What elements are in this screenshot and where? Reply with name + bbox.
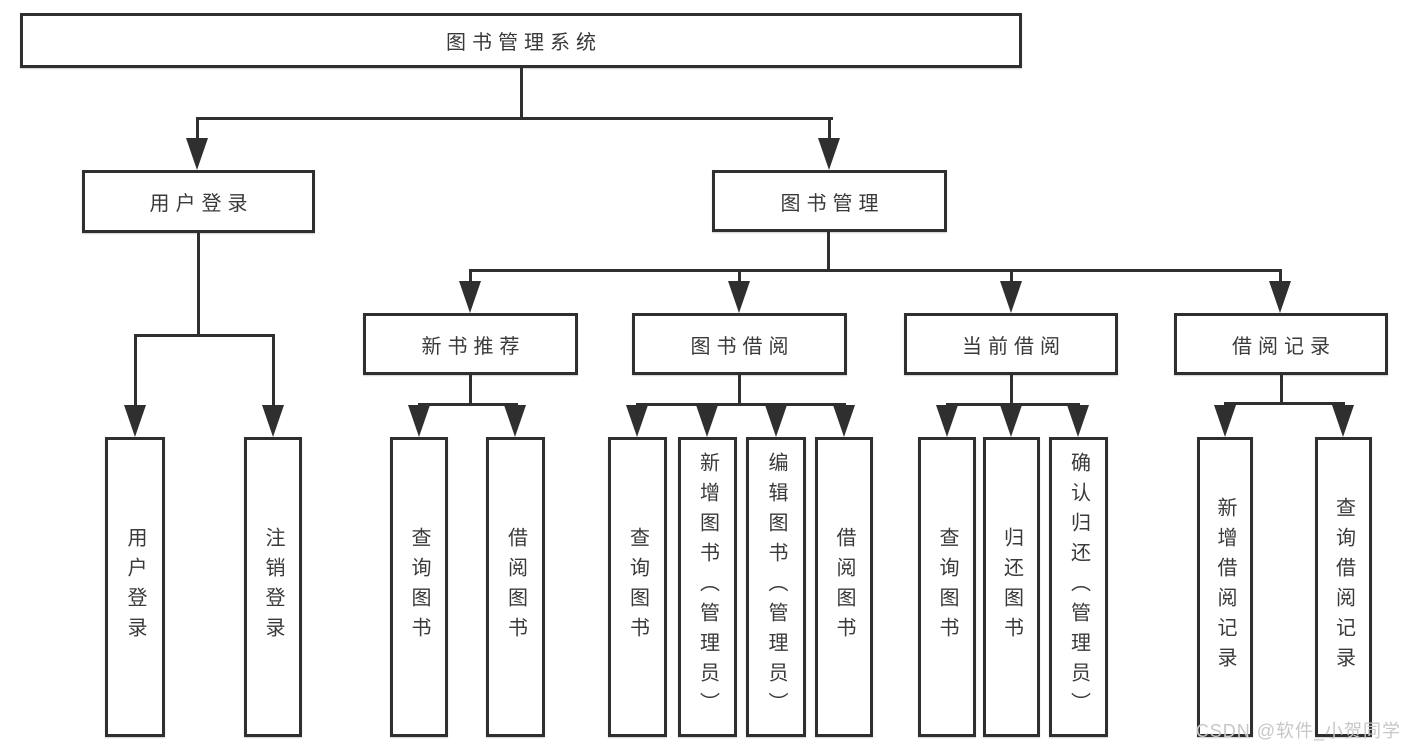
leaf-confirm-return-admin-label: 确认归还（管理员） xyxy=(1067,452,1090,722)
leaf-query-books-3: 查询图书 xyxy=(918,437,976,737)
leaf-add-borrow-record: 新增借阅记录 xyxy=(1197,437,1253,737)
leaf-edit-books-admin: 编辑图书（管理员） xyxy=(746,437,806,737)
leaf-edit-books-admin-label: 编辑图书（管理员） xyxy=(765,452,787,722)
node-root-label: 图书管理系统 xyxy=(446,32,602,54)
leaf-add-books-admin: 新增图书（管理员） xyxy=(678,437,737,737)
arrow-down-icon xyxy=(186,138,208,170)
arrow-down-icon xyxy=(626,405,648,437)
leaf-borrow-books-1: 借阅图书 xyxy=(486,437,545,737)
arrow-down-icon xyxy=(1067,405,1089,437)
connector-login-drop-1 xyxy=(134,334,137,410)
connector-mgmt-bus xyxy=(469,269,1282,272)
arrow-down-icon xyxy=(1000,405,1022,437)
arrow-down-icon xyxy=(936,405,958,437)
leaf-logout: 注销登录 xyxy=(244,437,302,737)
arrow-down-icon xyxy=(504,405,526,437)
connector-current-stem xyxy=(1010,375,1013,405)
leaf-add-books-admin-label: 新增图书（管理员） xyxy=(696,452,719,722)
connector-record-bus xyxy=(1224,402,1345,405)
leaf-query-books-3-label: 查询图书 xyxy=(936,527,958,647)
connector-borrow-stem xyxy=(738,375,741,405)
connector-mgmt-stem xyxy=(827,231,830,272)
leaf-query-books-2-label: 查询图书 xyxy=(626,527,649,647)
connector-login-bus xyxy=(134,334,275,337)
arrow-down-icon xyxy=(728,281,750,313)
connector-root-drop-right xyxy=(828,117,831,145)
leaf-query-borrow-record-label: 查询借阅记录 xyxy=(1332,497,1355,677)
leaf-borrow-books-1-label: 借阅图书 xyxy=(504,527,527,647)
arrow-down-icon xyxy=(818,138,840,170)
connector-login-drop-2 xyxy=(272,334,275,410)
arrow-down-icon xyxy=(1332,405,1354,437)
node-borrow-record-label: 借阅记录 xyxy=(1232,335,1336,358)
node-user-login-label: 用户登录 xyxy=(149,193,254,215)
arrow-down-icon xyxy=(262,405,284,437)
node-book-borrow: 图书借阅 xyxy=(632,313,847,375)
node-book-management-label: 图书管理 xyxy=(780,192,885,215)
connector-root-bus xyxy=(196,117,833,120)
leaf-user-login-label: 用户登录 xyxy=(124,527,146,647)
connector-borrow-bus xyxy=(636,403,846,406)
node-user-login: 用户登录 xyxy=(82,170,315,233)
node-borrow-record: 借阅记录 xyxy=(1174,313,1388,375)
arrow-down-icon xyxy=(696,405,718,437)
node-new-book-recommend-label: 新书推荐 xyxy=(421,335,526,358)
leaf-query-books-1: 查询图书 xyxy=(390,437,448,737)
arrow-down-icon xyxy=(1214,405,1236,437)
node-root: 图书管理系统 xyxy=(20,13,1022,68)
node-book-borrow-label: 图书借阅 xyxy=(690,335,795,358)
arrow-down-icon xyxy=(408,405,430,437)
connector-mgmt-drop-1 xyxy=(469,269,472,284)
leaf-user-login: 用户登录 xyxy=(105,437,165,737)
connector-login-stem xyxy=(197,232,200,336)
leaf-query-books-2: 查询图书 xyxy=(608,437,667,737)
connector-newbook-stem xyxy=(469,375,472,406)
node-current-borrow-label: 当前借阅 xyxy=(962,335,1066,358)
leaf-borrow-books-2-label: 借阅图书 xyxy=(833,527,855,647)
arrow-down-icon xyxy=(124,405,146,437)
leaf-return-books: 归还图书 xyxy=(983,437,1040,737)
leaf-query-borrow-record: 查询借阅记录 xyxy=(1315,437,1372,737)
connector-mgmt-drop-3 xyxy=(1010,269,1013,284)
connector-root-drop-left xyxy=(196,117,199,145)
connector-mgmt-drop-4 xyxy=(1279,269,1282,284)
csdn-watermark: CSDN @软件_小贺同学 xyxy=(1195,721,1401,741)
connector-newbook-bus xyxy=(418,403,518,406)
connector-mgmt-drop-2 xyxy=(738,269,741,284)
arrow-down-icon xyxy=(833,405,855,437)
arrow-down-icon xyxy=(1000,281,1022,313)
node-book-management: 图书管理 xyxy=(712,170,947,232)
arrow-down-icon xyxy=(459,281,481,313)
connector-current-bus xyxy=(946,403,1080,406)
arrow-down-icon xyxy=(1269,281,1291,313)
leaf-return-books-label: 归还图书 xyxy=(1000,527,1023,647)
leaf-logout-label: 注销登录 xyxy=(262,527,284,647)
leaf-add-borrow-record-label: 新增借阅记录 xyxy=(1214,497,1236,677)
node-new-book-recommend: 新书推荐 xyxy=(363,313,578,375)
node-current-borrow: 当前借阅 xyxy=(904,313,1118,375)
leaf-query-books-1-label: 查询图书 xyxy=(408,527,430,647)
connector-record-stem xyxy=(1280,375,1283,405)
connector-root-stem xyxy=(520,68,523,119)
leaf-borrow-books-2: 借阅图书 xyxy=(815,437,873,737)
leaf-confirm-return-admin: 确认归还（管理员） xyxy=(1049,437,1108,737)
arrow-down-icon xyxy=(765,405,787,437)
